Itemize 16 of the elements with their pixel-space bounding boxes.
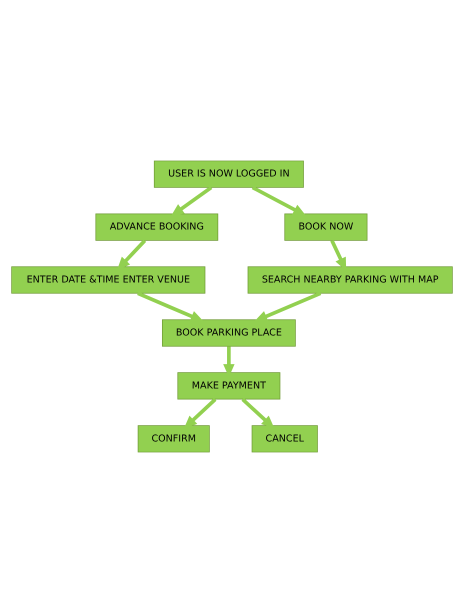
arrow bbox=[117, 239, 146, 270]
node-box: ENTER DATE &TIME ENTER VENUE bbox=[11, 266, 206, 294]
arrow bbox=[252, 186, 306, 216]
arrow bbox=[137, 292, 204, 322]
node-box: SEARCH NEARBY PARKING WITH MAP bbox=[248, 266, 453, 294]
node-box: BOOK NOW bbox=[284, 214, 368, 241]
arrow bbox=[254, 292, 322, 322]
node-box: BOOK PARKING PLACE bbox=[162, 319, 296, 347]
arrow bbox=[184, 398, 216, 429]
node-box: ADVANCE BOOKING bbox=[95, 214, 218, 241]
node-box: CONFIRM bbox=[138, 425, 210, 452]
node-box: USER IS NOW LOGGED IN bbox=[154, 160, 304, 188]
arrow bbox=[241, 398, 274, 429]
arrow bbox=[170, 186, 212, 216]
node-box: CANCEL bbox=[252, 425, 318, 452]
node-box: MAKE PAYMENT bbox=[177, 372, 280, 400]
